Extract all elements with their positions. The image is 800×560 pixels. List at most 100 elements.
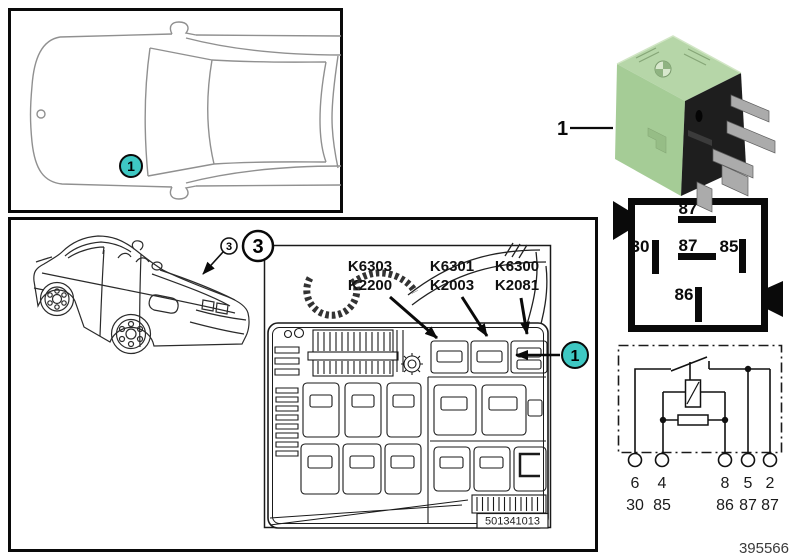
callout-1-fusebox[interactable]: 1 <box>515 341 589 369</box>
relay-socket-k6303 <box>430 340 469 374</box>
overview-panel-border <box>8 8 343 213</box>
pin-label-85: 85 <box>720 237 739 256</box>
mounting-nut <box>401 353 423 375</box>
terminal-labels: 6 4 8 5 2 30 85 86 87 87 <box>626 475 779 514</box>
schematic-wires <box>634 356 771 453</box>
fusebox-inner <box>272 327 544 524</box>
car-body-outline <box>33 235 250 347</box>
terminal-pin: 4 <box>658 475 667 492</box>
pin-diagram: 87 30 87 85 86 <box>613 198 783 332</box>
relay-top-edge-highlight <box>616 35 742 74</box>
pin-label-86: 86 <box>675 285 694 304</box>
connector-hole <box>695 110 703 122</box>
schematic-border <box>617 344 783 454</box>
arrow-k6301 <box>460 296 489 337</box>
fusebox-illustration: 501341013 <box>267 322 549 529</box>
terminal-circles <box>627 452 778 468</box>
grommet-ring <box>303 276 361 319</box>
cable-channel <box>396 330 404 372</box>
bmw-roundel-quadrants <box>655 61 671 77</box>
car-three-quarter-view <box>33 235 250 355</box>
fusebox-relay <box>481 384 527 436</box>
washer-nozzle <box>36 109 46 119</box>
terminal-pin: 2 <box>766 475 775 492</box>
fusebox-relay <box>513 446 547 492</box>
arrow-k6300 <box>519 297 530 335</box>
relay-mounting-clip <box>647 127 667 154</box>
callout-1-overview[interactable]: 1 <box>119 154 143 178</box>
terminal-function: 30 <box>626 497 644 514</box>
relay-socket-k6300 <box>510 340 548 374</box>
fusebox-relay <box>384 443 422 495</box>
coil-symbol <box>684 379 702 408</box>
coil-wires <box>662 391 726 453</box>
arrow-k6303 <box>389 295 438 340</box>
car-top-body-outline <box>29 33 341 188</box>
terminal-pin: 8 <box>721 475 730 492</box>
wiring-harness-sketch <box>303 242 548 342</box>
label-arrows <box>389 295 530 340</box>
fusebox-relay <box>433 384 477 436</box>
pin-label-87-center: 87 <box>679 236 698 255</box>
callout-circle[interactable] <box>561 341 589 369</box>
pin-label-30: 30 <box>631 237 650 256</box>
terminal-function: 86 <box>716 497 734 514</box>
plate-number-box <box>476 512 549 529</box>
terminal-pin: 5 <box>744 475 753 492</box>
junction-dot <box>721 416 729 424</box>
drawing-number: 395566 <box>739 540 789 557</box>
terminal-function: 87 <box>761 497 779 514</box>
fusebox-details <box>269 327 549 529</box>
callout-circle[interactable] <box>119 154 143 178</box>
callout-circle <box>220 237 238 255</box>
relay-label-k6301: K6301 <box>430 258 474 275</box>
plate-number: 501341013 <box>485 516 540 528</box>
resistor-symbol <box>677 414 709 426</box>
car-top-view <box>29 21 341 200</box>
wire-30 <box>634 368 671 453</box>
relay-label-k6303: K6303 <box>348 258 392 275</box>
car-side-windows <box>64 241 142 348</box>
fusebox-relay <box>473 446 511 492</box>
relay-pins <box>696 94 776 213</box>
callout-arrow <box>202 251 224 275</box>
harness-curves <box>407 242 548 342</box>
callout-3-panel: 3 <box>241 229 275 263</box>
terminal-function: 85 <box>653 497 671 514</box>
relay-label-k2003: K2003 <box>430 277 474 294</box>
left-slot-column <box>274 346 300 457</box>
terminal-pin: 6 <box>631 475 640 492</box>
fusebox-relay <box>386 382 422 438</box>
car-roof-lines <box>185 37 341 184</box>
fusebox-relay <box>302 382 340 438</box>
car-wheels <box>39 281 152 355</box>
callout-number: 3 <box>226 241 232 253</box>
embossed-text-marks <box>635 47 711 66</box>
pin-86-blade <box>695 287 702 322</box>
circuit-schematic: 6 4 8 5 2 30 85 86 87 87 <box>617 344 783 514</box>
fusebox-relay <box>433 446 471 492</box>
callout-number: 1 <box>571 348 580 365</box>
section-dividers <box>427 376 546 524</box>
corrugated-tube <box>350 269 419 294</box>
car-windshield <box>144 47 215 177</box>
relay-label-k2081: K2081 <box>495 277 539 294</box>
terminal-function: 87 <box>739 497 757 514</box>
junction-dot <box>744 365 752 373</box>
car-interior-sketch <box>117 252 163 271</box>
location-panel: 3 3 <box>8 217 598 552</box>
overview-panel: 1 <box>8 8 343 213</box>
fusebox-relay <box>300 443 340 495</box>
relay-label-k2200: K2200 <box>348 277 392 294</box>
wire-87-right <box>708 361 771 453</box>
pin-85-blade <box>739 239 746 273</box>
car-hood-lines <box>41 269 236 314</box>
fusebox-outer <box>267 322 549 529</box>
keying-tab-right <box>765 281 783 317</box>
callout-circle <box>241 229 275 263</box>
fuse-strips <box>476 497 539 511</box>
car-front-details <box>33 240 247 335</box>
keying-tab-left <box>613 201 631 240</box>
